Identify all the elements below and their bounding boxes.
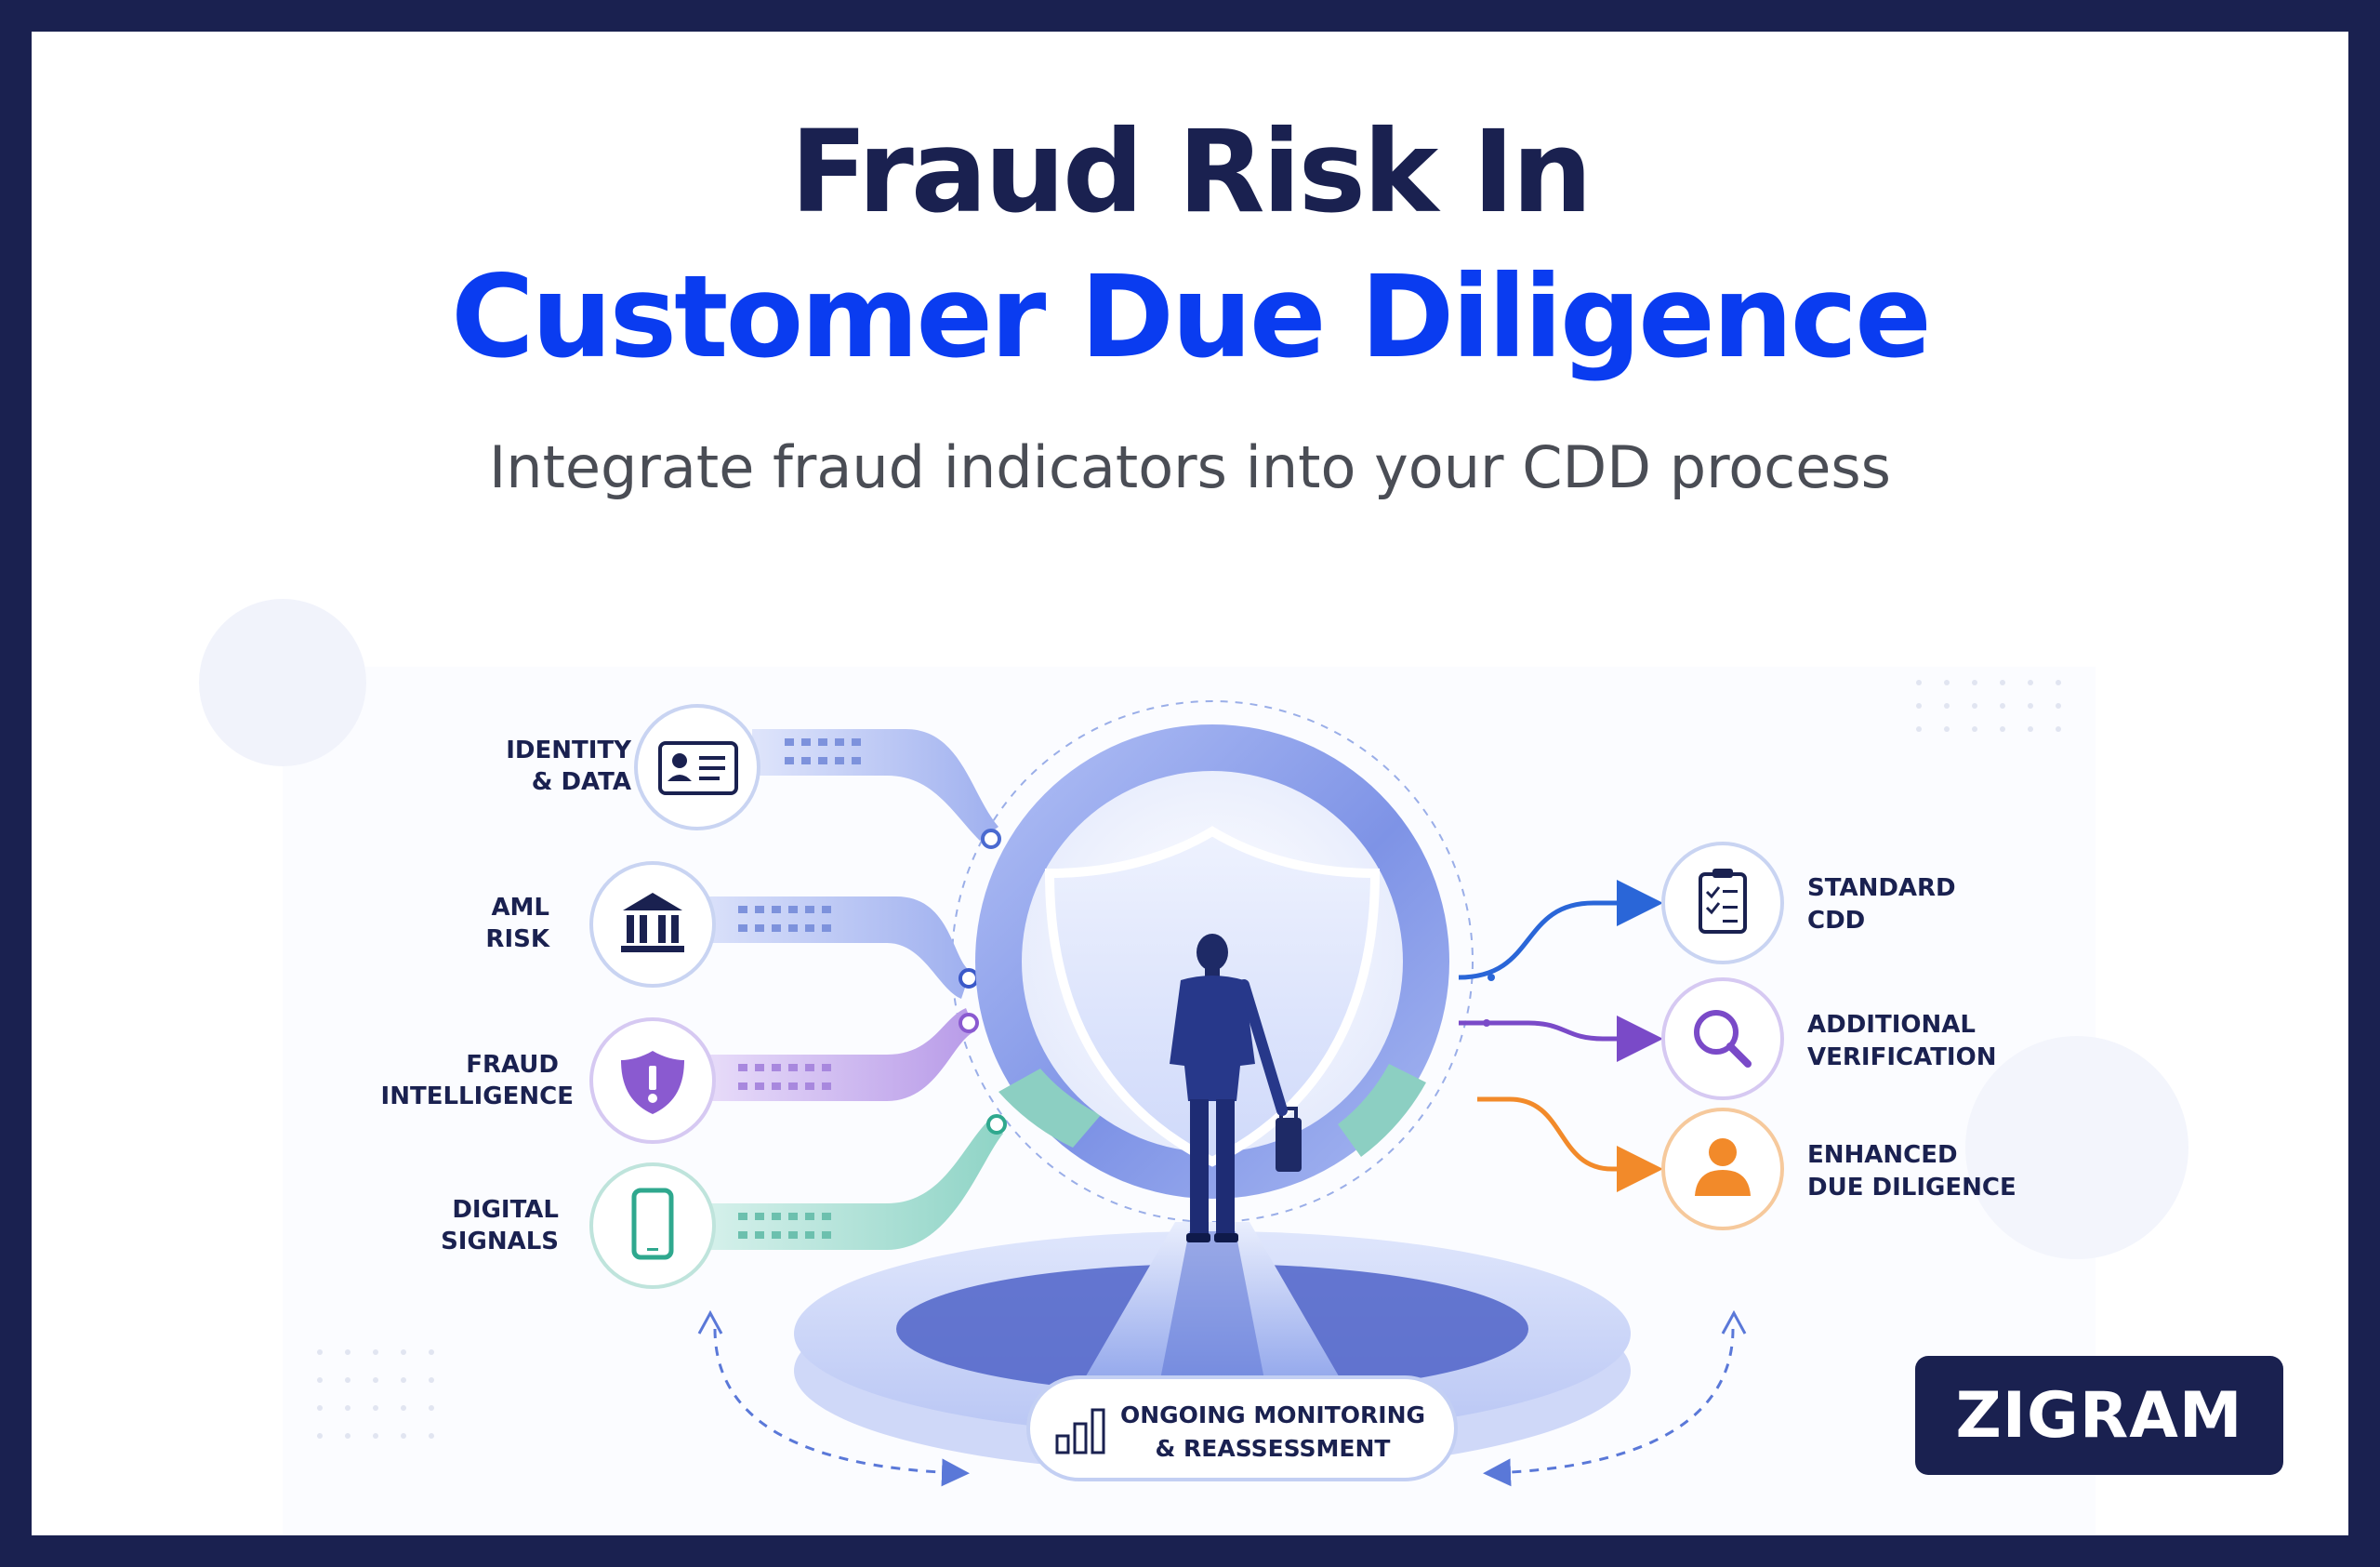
loop-arrow-right	[1483, 1328, 1735, 1487]
infographic-frame: Fraud Risk In Customer Due Diligence Int…	[32, 32, 2348, 1535]
output-node-standard: STANDARD CDD	[1661, 842, 1956, 964]
title-line-1: Fraud Risk In	[790, 106, 1593, 238]
input-label-fraud-line1: FRAUD	[466, 1051, 559, 1079]
input-band-identity	[752, 729, 1001, 849]
shield-alert-icon	[621, 1051, 684, 1114]
decor-circle	[1965, 1036, 2188, 1259]
input-label-identity-line1: IDENTITY	[506, 737, 632, 764]
arrow-to-enhanced-due-diligence	[1477, 1096, 1663, 1192]
input-band-digital	[682, 1114, 1007, 1250]
bank-icon	[621, 893, 684, 952]
input-label-aml-line1: AML	[491, 894, 549, 922]
monitoring-label-line1: ONGOING MONITORING	[1120, 1401, 1425, 1428]
arrow-to-standard-cdd	[1458, 880, 1663, 980]
input-band-fraud	[682, 1008, 979, 1101]
output-label-standard-line2: CDD	[1807, 907, 1865, 935]
input-label-fraud-line2: INTELLIGENCE	[381, 1082, 574, 1110]
output-label-enhanced-line2: DUE DILIGENCE	[1807, 1174, 2016, 1202]
input-label-identity-line2: & DATA	[532, 768, 631, 796]
output-node-additional: ADDITIONAL VERIFICATION	[1661, 977, 1996, 1100]
decor-circle	[199, 599, 366, 766]
arrow-to-additional-verification	[1459, 1016, 1663, 1062]
input-band-aml	[682, 896, 979, 999]
input-node-aml: AML RISK	[485, 861, 716, 988]
input-node-digital: DIGITAL SIGNALS	[441, 1162, 716, 1289]
phone-icon	[631, 1188, 674, 1260]
monitoring-label-line2: & REASSESSMENT	[1156, 1435, 1391, 1462]
clipboard-check-icon	[1699, 869, 1747, 934]
input-node-identity: IDENTITY & DATA	[506, 704, 760, 830]
id-card-icon	[658, 741, 738, 795]
input-node-fraud: FRAUD INTELLIGENCE	[381, 1017, 716, 1144]
dot-grid-bottom-left	[317, 1349, 434, 1439]
magnifier-icon	[1694, 1010, 1752, 1068]
zigram-logo: ZIGRAM	[1915, 1356, 2283, 1475]
subtitle: Integrate fraud indicators into your CDD…	[489, 433, 1891, 501]
loop-arrow-left	[713, 1328, 970, 1487]
input-label-digital-line1: DIGITAL	[452, 1196, 559, 1224]
output-label-standard-line1: STANDARD	[1807, 874, 1956, 902]
input-label-aml-line2: RISK	[485, 925, 549, 953]
title-line-2: Customer Due Diligence	[451, 251, 1932, 383]
output-label-enhanced-line1: ENHANCED	[1807, 1141, 1958, 1169]
output-label-additional-line1: ADDITIONAL	[1807, 1011, 1976, 1039]
businessman-figure	[1170, 934, 1302, 1242]
person-icon	[1695, 1138, 1751, 1196]
bar-chart-icon	[1055, 1408, 1105, 1454]
input-label-digital-line2: SIGNALS	[441, 1228, 559, 1255]
output-node-enhanced: ENHANCED DUE DILIGENCE	[1661, 1108, 2016, 1230]
monitoring-pill: ONGOING MONITORING & REASSESSMENT	[1026, 1375, 1458, 1481]
dot-grid-top-right	[1916, 680, 2061, 732]
output-label-additional-line2: VERIFICATION	[1807, 1043, 1996, 1071]
cdd-illustration: IDENTITY & DATA AML RISK FRAUD INTELLIGE…	[199, 599, 2188, 1534]
